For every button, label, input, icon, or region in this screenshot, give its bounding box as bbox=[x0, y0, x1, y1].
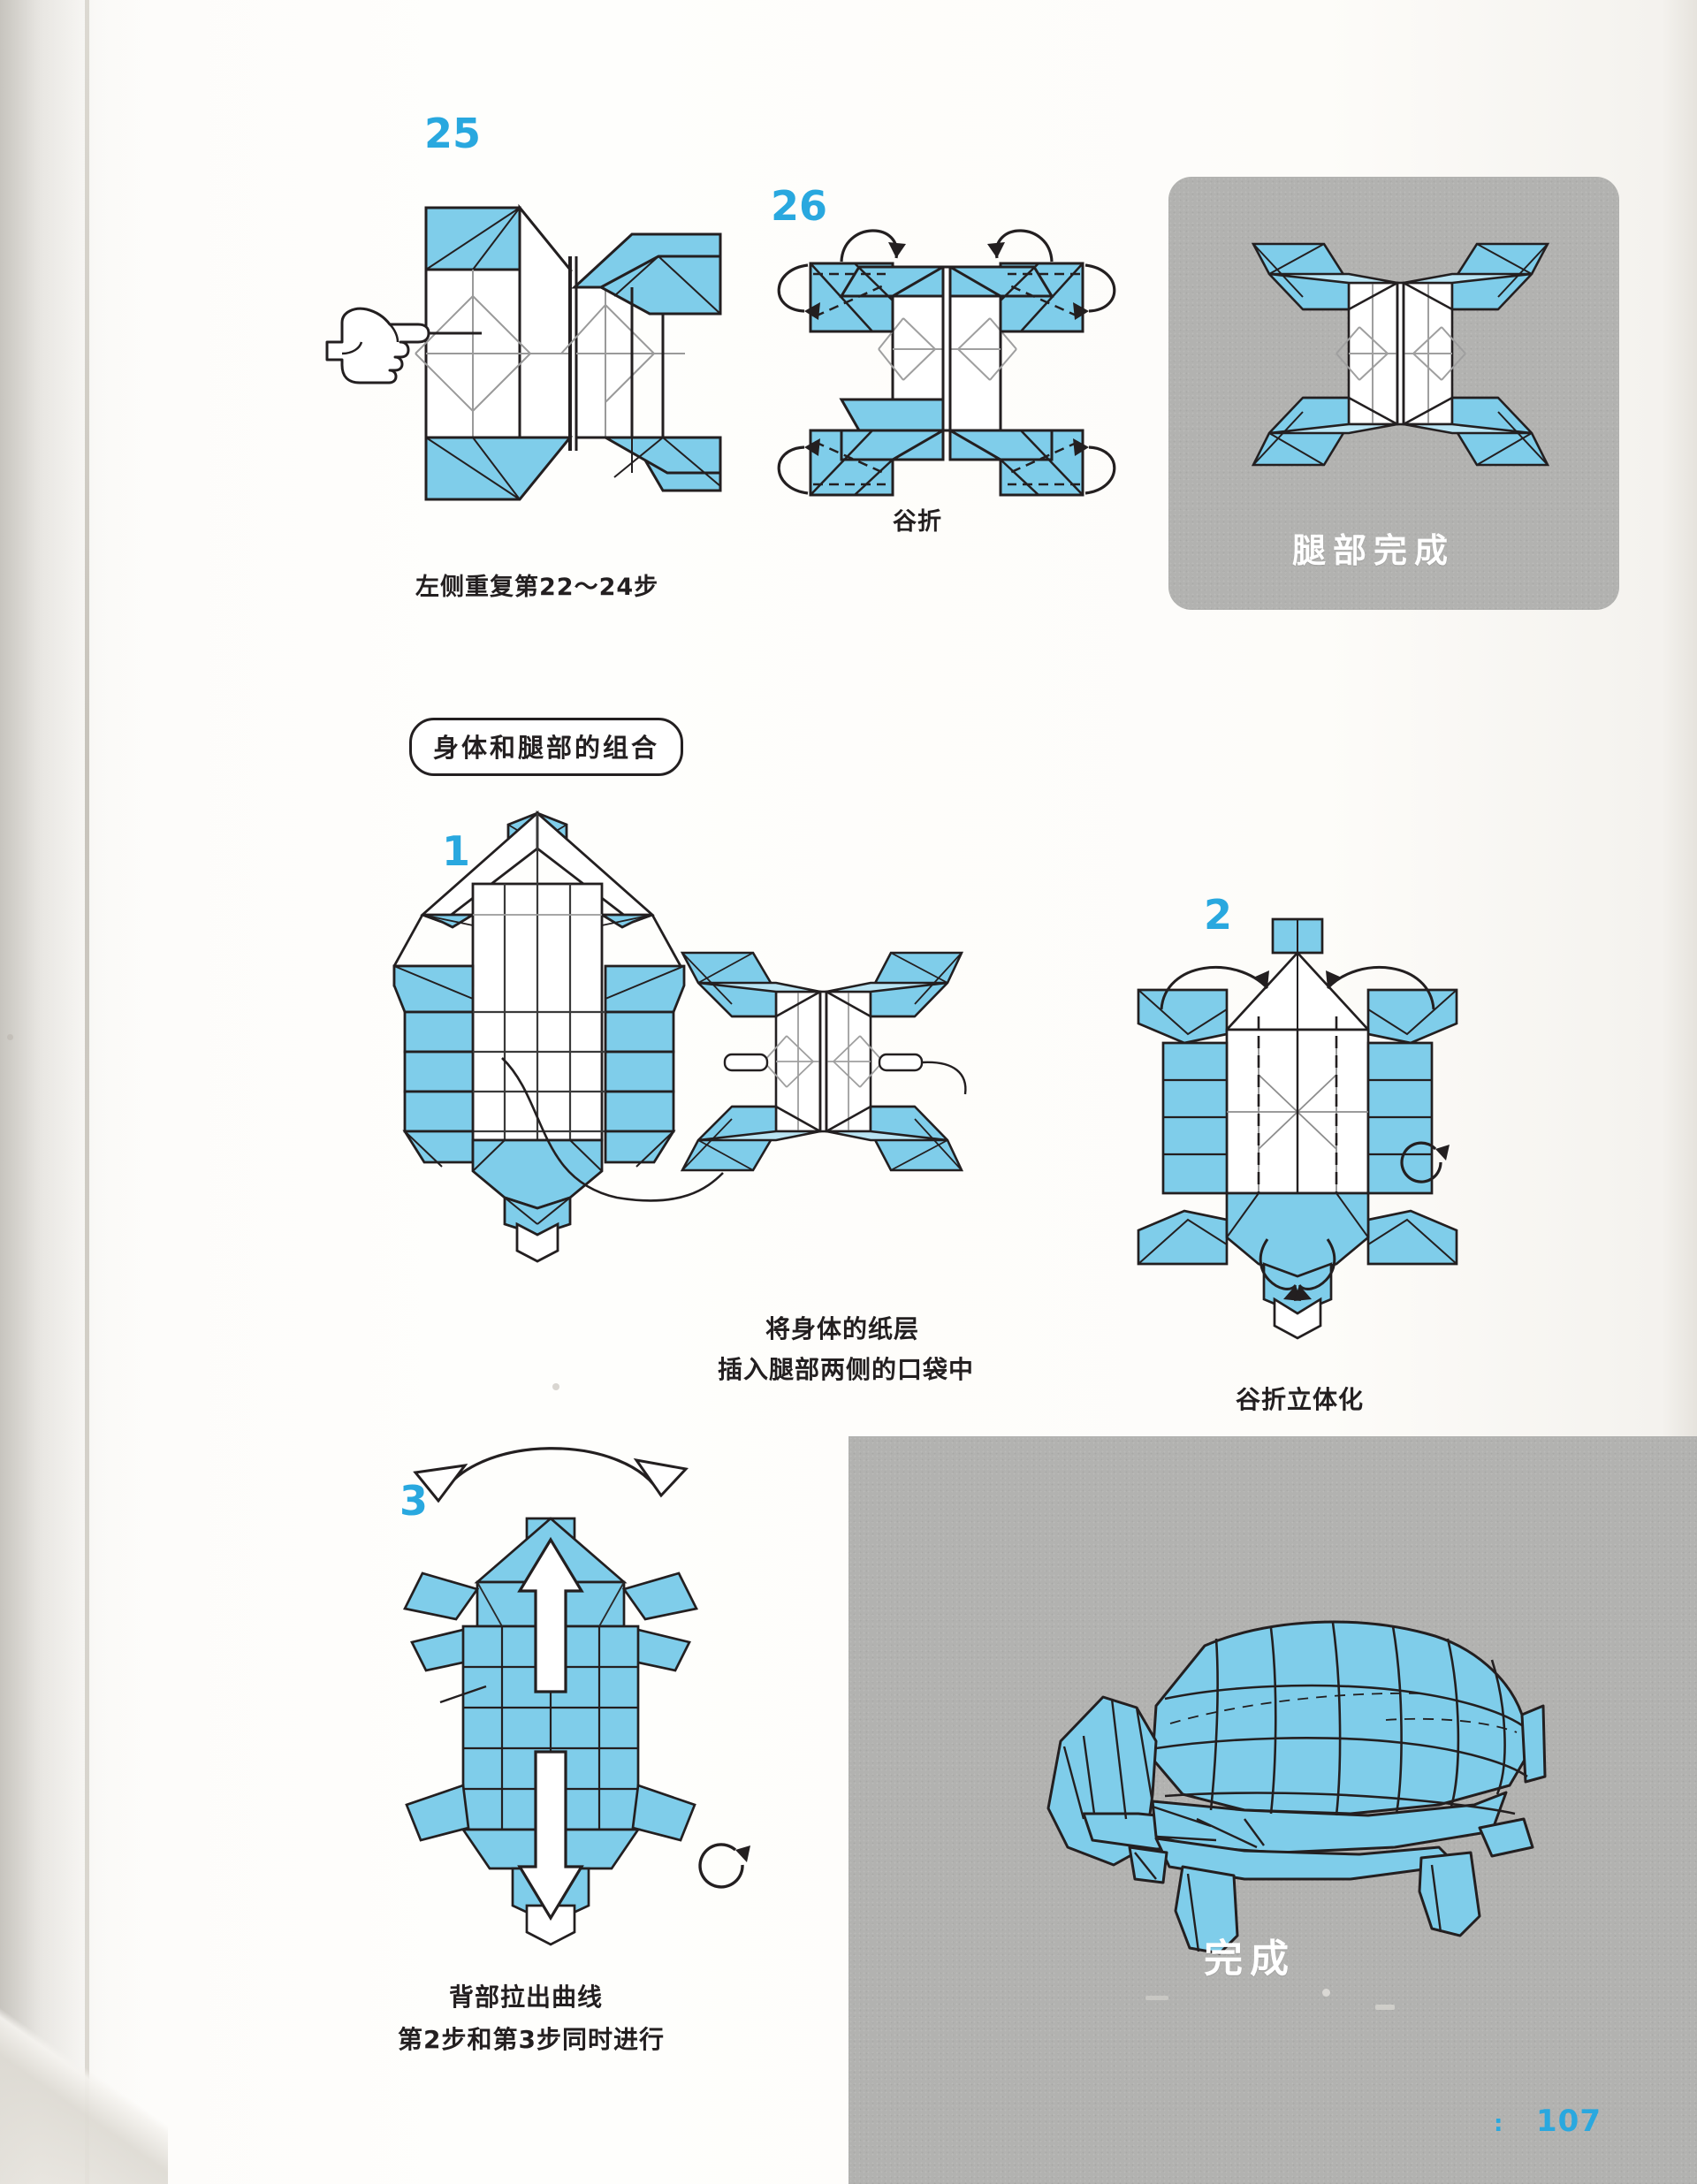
scan-smudge bbox=[1145, 1996, 1168, 2000]
roll-icon bbox=[698, 1843, 750, 1889]
assembly-step-1-caption-line-2: 插入腿部两侧的口袋中 bbox=[718, 1355, 975, 1384]
legs-result-label: 腿部完成 bbox=[1292, 531, 1456, 570]
final-result-panel bbox=[848, 1436, 1697, 2184]
section-header-combine: 身体和腿部的组合 bbox=[409, 718, 684, 776]
legs-result-diagram bbox=[1218, 228, 1571, 493]
assembly-step-2-diagram bbox=[1112, 910, 1483, 1352]
pocket-insert-markers bbox=[723, 1053, 967, 1095]
rotate-icon bbox=[1400, 1141, 1450, 1183]
pointing-hand-icon bbox=[325, 307, 482, 384]
assembly-step-3-caption-line-2: 第2步和第3步同时进行 bbox=[398, 2025, 665, 2054]
fold-arrows bbox=[777, 229, 1116, 495]
scan-page-edge bbox=[85, 0, 89, 2184]
scan-smudge bbox=[1322, 1989, 1330, 1997]
assembly-step-1-caption-line-1: 将身体的纸层 bbox=[765, 1314, 920, 1343]
step-25-caption: 左侧重复第22～24步 bbox=[415, 574, 659, 601]
assembly-step-1-body-diagram bbox=[389, 809, 724, 1290]
insert-guide-curve bbox=[501, 1057, 724, 1202]
scan-smudge bbox=[1375, 2005, 1395, 2010]
scan-speck bbox=[7, 1034, 13, 1040]
page-number-dots: : bbox=[1494, 2111, 1504, 2137]
assembly-step-3-number: 3 bbox=[400, 1477, 429, 1525]
push-arrow-down bbox=[517, 1750, 584, 1921]
final-model-illustration bbox=[979, 1582, 1547, 1955]
step-25-number: 25 bbox=[424, 110, 482, 157]
assembly-step-1-number: 1 bbox=[442, 827, 471, 875]
scan-speck bbox=[552, 1383, 559, 1390]
push-arrow-up bbox=[517, 1536, 584, 1693]
scan-left-shadow bbox=[0, 0, 150, 2184]
assembly-step-2-number: 2 bbox=[1204, 891, 1233, 939]
final-result-label: 完成 bbox=[1204, 1937, 1296, 1982]
assembly-step-3-diagram bbox=[371, 1405, 750, 1953]
step-26-diagram bbox=[762, 203, 1133, 504]
fold-arrow-heads bbox=[804, 242, 1089, 456]
assembly-step-1-legs-diagram bbox=[654, 937, 981, 1202]
step-26-number: 26 bbox=[771, 182, 828, 230]
scan-corner-fold bbox=[0, 1981, 168, 2184]
back-curve-arrow bbox=[437, 1447, 663, 1502]
assembly-step-3-caption-line-1: 背部拉出曲线 bbox=[449, 1982, 604, 2012]
step-26-caption: 谷折 bbox=[893, 508, 942, 536]
page-number: 107 bbox=[1536, 2104, 1602, 2139]
step-25-diagram bbox=[325, 172, 729, 544]
assembly-step-2-caption: 谷折立体化 bbox=[1236, 1385, 1365, 1414]
